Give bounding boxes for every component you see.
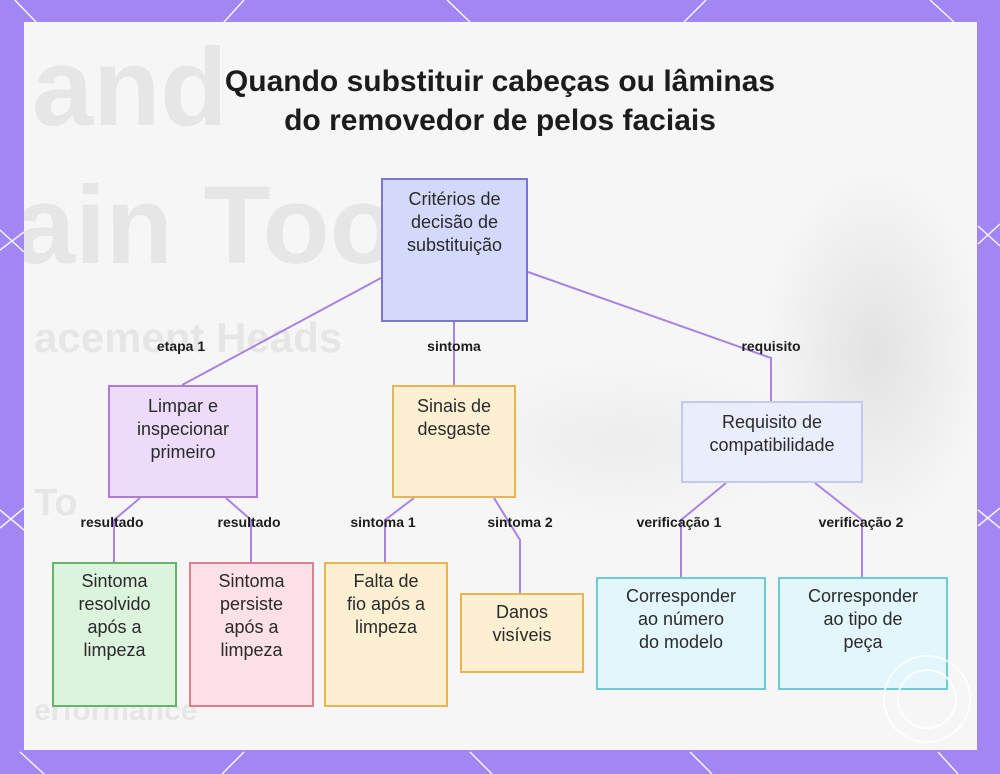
edge-root-compat bbox=[527, 271, 772, 401]
background-text-4: To bbox=[34, 482, 78, 524]
edge-compat-part bbox=[814, 482, 863, 577]
node-symptom-resolved: Sintoma resolvido após a limpeza bbox=[52, 562, 177, 707]
edge-clean-resolved bbox=[113, 497, 141, 562]
edge-label-result-a: resultado bbox=[80, 514, 144, 530]
edge-label-result-b: resultado bbox=[217, 514, 281, 530]
edge-label-symptom1: sintoma 1 bbox=[350, 514, 416, 530]
edge-wear-damage bbox=[493, 497, 521, 593]
diagram-title-line-2: do removedor de pelos faciais bbox=[284, 104, 716, 137]
edge-label-symptom2: sintoma 2 bbox=[487, 514, 553, 530]
node-visible-damage: Danos visíveis bbox=[460, 593, 584, 673]
background-text-1: and bbox=[32, 26, 228, 149]
seal-icon bbox=[883, 655, 971, 743]
node-wear-signs: Sinais de desgaste bbox=[392, 385, 516, 498]
edge-label-requirement: requisito bbox=[741, 338, 801, 354]
edge-root-clean bbox=[181, 277, 382, 386]
node-match-model-number: Corresponder ao número do modelo bbox=[596, 577, 766, 690]
background-text-3: acement Heads bbox=[34, 314, 343, 361]
edge-label-symptom: sintoma bbox=[427, 338, 481, 354]
diagram-title-line-1: Quando substituir cabeças ou lâminas bbox=[224, 65, 776, 98]
edge-clean-persist bbox=[225, 497, 252, 562]
edge-label-check2: verificação 2 bbox=[818, 514, 904, 530]
node-clean-and-inspect: Limpar e inspecionar primeiro bbox=[108, 385, 258, 498]
edge-label-step1: etapa 1 bbox=[156, 338, 206, 354]
node-dullness-after-cleaning: Falta de fio após a limpeza bbox=[324, 562, 448, 707]
node-compatibility-requirement: Requisito de compatibilidade bbox=[681, 401, 863, 483]
edge-compat-model bbox=[680, 482, 727, 577]
node-symptom-persists: Sintoma persiste após a limpeza bbox=[189, 562, 314, 707]
edge-wear-nocut bbox=[384, 497, 415, 562]
node-replacement-criteria: Critérios de decisão de substituição bbox=[381, 178, 528, 322]
edge-label-check1: verificação 1 bbox=[636, 514, 722, 530]
